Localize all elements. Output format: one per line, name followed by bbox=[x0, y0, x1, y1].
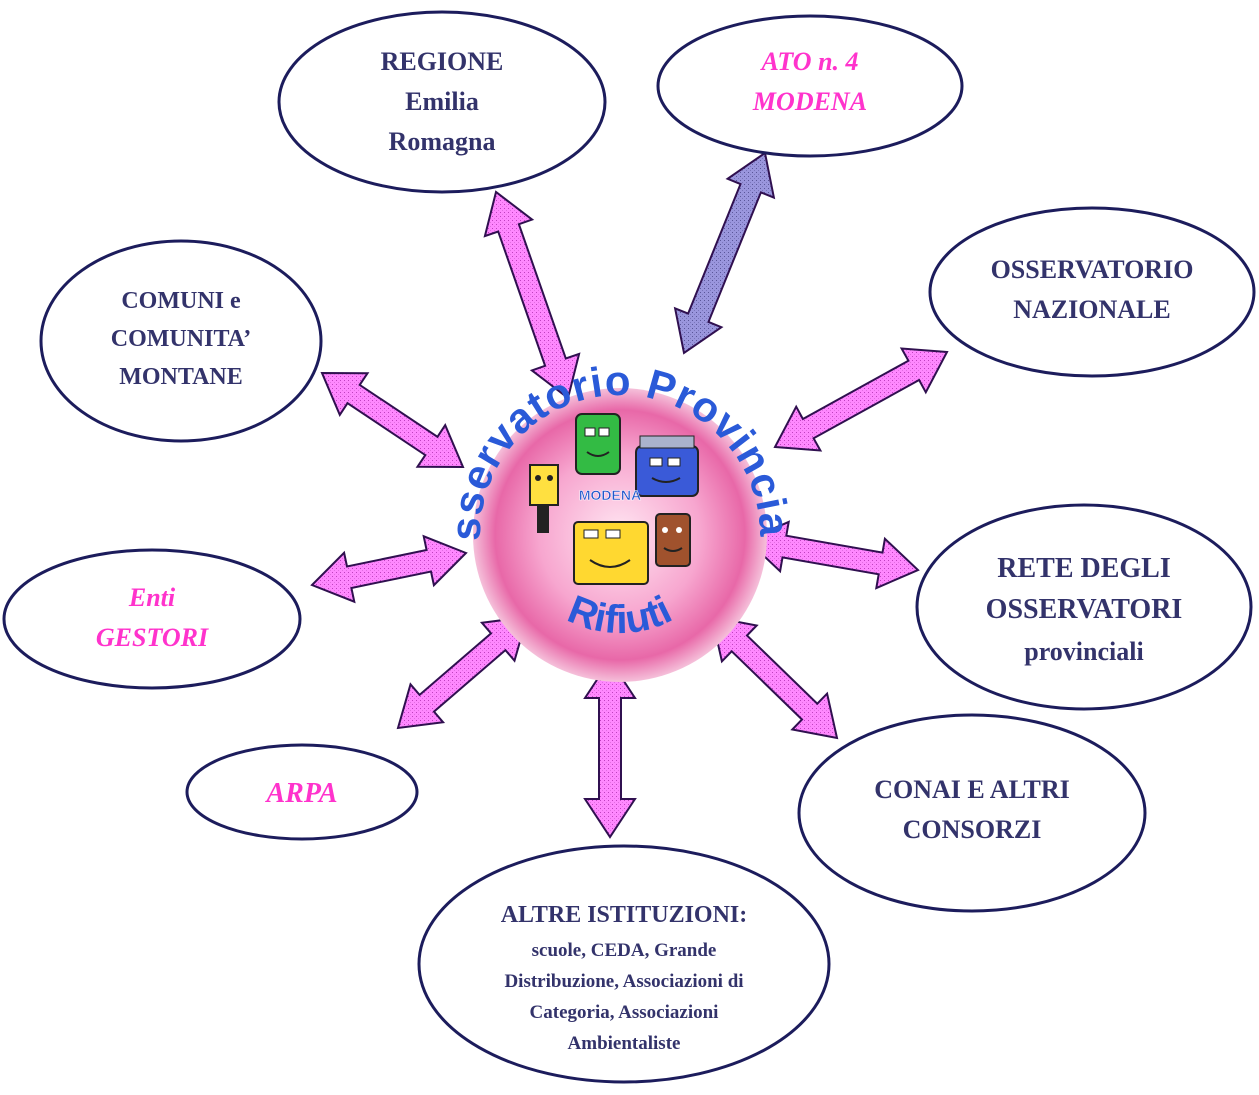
node-enti: Enti GESTORI bbox=[2, 548, 302, 690]
node-altre-line-2: scuole, CEDA, Grande bbox=[532, 940, 717, 961]
arrow-regione bbox=[483, 190, 581, 400]
arrow-arpa bbox=[396, 615, 529, 730]
node-altre: ALTRE ISTITUZIONI: scuole, CEDA, Grande … bbox=[417, 844, 831, 1084]
node-ato: ATO n. 4 MODENA bbox=[656, 14, 964, 158]
arrow-rete bbox=[745, 520, 920, 590]
node-arpa-line-1: ARPA bbox=[264, 778, 337, 809]
arrow-conai bbox=[710, 615, 839, 740]
arrow-osservatorio-nazionale bbox=[773, 347, 949, 452]
node-regione-line-2: Emilia bbox=[405, 87, 479, 116]
node-regione: REGIONE Emilia Romagna bbox=[277, 10, 607, 194]
arrows-layer bbox=[310, 151, 949, 839]
green-bin-icon bbox=[575, 413, 621, 475]
node-rete-line-1: RETE DEGLI bbox=[997, 553, 1171, 584]
yellow-post-icon bbox=[529, 464, 559, 533]
logo-city-label: MODENA bbox=[579, 487, 641, 503]
node-altre-line-5: Ambientaliste bbox=[568, 1033, 681, 1054]
blue-bin-icon bbox=[635, 435, 699, 497]
node-rete: RETE DEGLI OSSERVATORI provinciali bbox=[915, 503, 1253, 711]
node-altre-line-4: Categoria, Associazioni bbox=[530, 1002, 719, 1023]
node-enti-line-1: Enti bbox=[128, 583, 176, 612]
node-rete-line-2: OSSERVATORI bbox=[986, 594, 1183, 625]
node-altre-line-1: ALTRE ISTITUZIONI: bbox=[501, 902, 748, 928]
node-osservatorio-nazionale-line-2: NAZIONALE bbox=[1013, 295, 1170, 324]
brown-bin-icon bbox=[655, 513, 691, 567]
node-regione-line-3: Romagna bbox=[389, 127, 496, 156]
node-osservatorio-nazionale-line-1: OSSERVATORIO bbox=[991, 255, 1194, 284]
node-enti-line-2: GESTORI bbox=[96, 623, 209, 652]
node-conai: CONAI E ALTRI CONSORZI bbox=[797, 713, 1147, 913]
node-rete-line-3: provinciali bbox=[1024, 637, 1143, 666]
node-arpa: ARPA bbox=[185, 743, 419, 841]
node-comuni-line-1: COMUNI e bbox=[121, 288, 241, 314]
node-altre-line-3: Distribuzione, Associazioni di bbox=[504, 971, 743, 992]
node-regione-line-1: REGIONE bbox=[381, 47, 504, 76]
node-ato-line-2: MODENA bbox=[752, 87, 867, 116]
arrow-enti bbox=[310, 534, 468, 604]
yellow-bin-icon bbox=[573, 521, 649, 585]
node-comuni-line-2: COMUNITA’ bbox=[111, 326, 251, 352]
node-conai-line-1: CONAI E ALTRI bbox=[874, 775, 1070, 804]
arrow-altre bbox=[583, 658, 637, 839]
node-comuni-line-3: MONTANE bbox=[119, 364, 243, 390]
node-ato-line-1: ATO n. 4 bbox=[759, 47, 858, 76]
arrow-comuni bbox=[320, 371, 465, 469]
node-conai-line-2: CONSORZI bbox=[903, 815, 1042, 844]
node-osservatorio-nazionale: OSSERVATORIO NAZIONALE bbox=[928, 206, 1256, 378]
arrow-ato bbox=[673, 151, 776, 355]
node-comuni: COMUNI e COMUNITA’ MONTANE bbox=[39, 239, 323, 443]
